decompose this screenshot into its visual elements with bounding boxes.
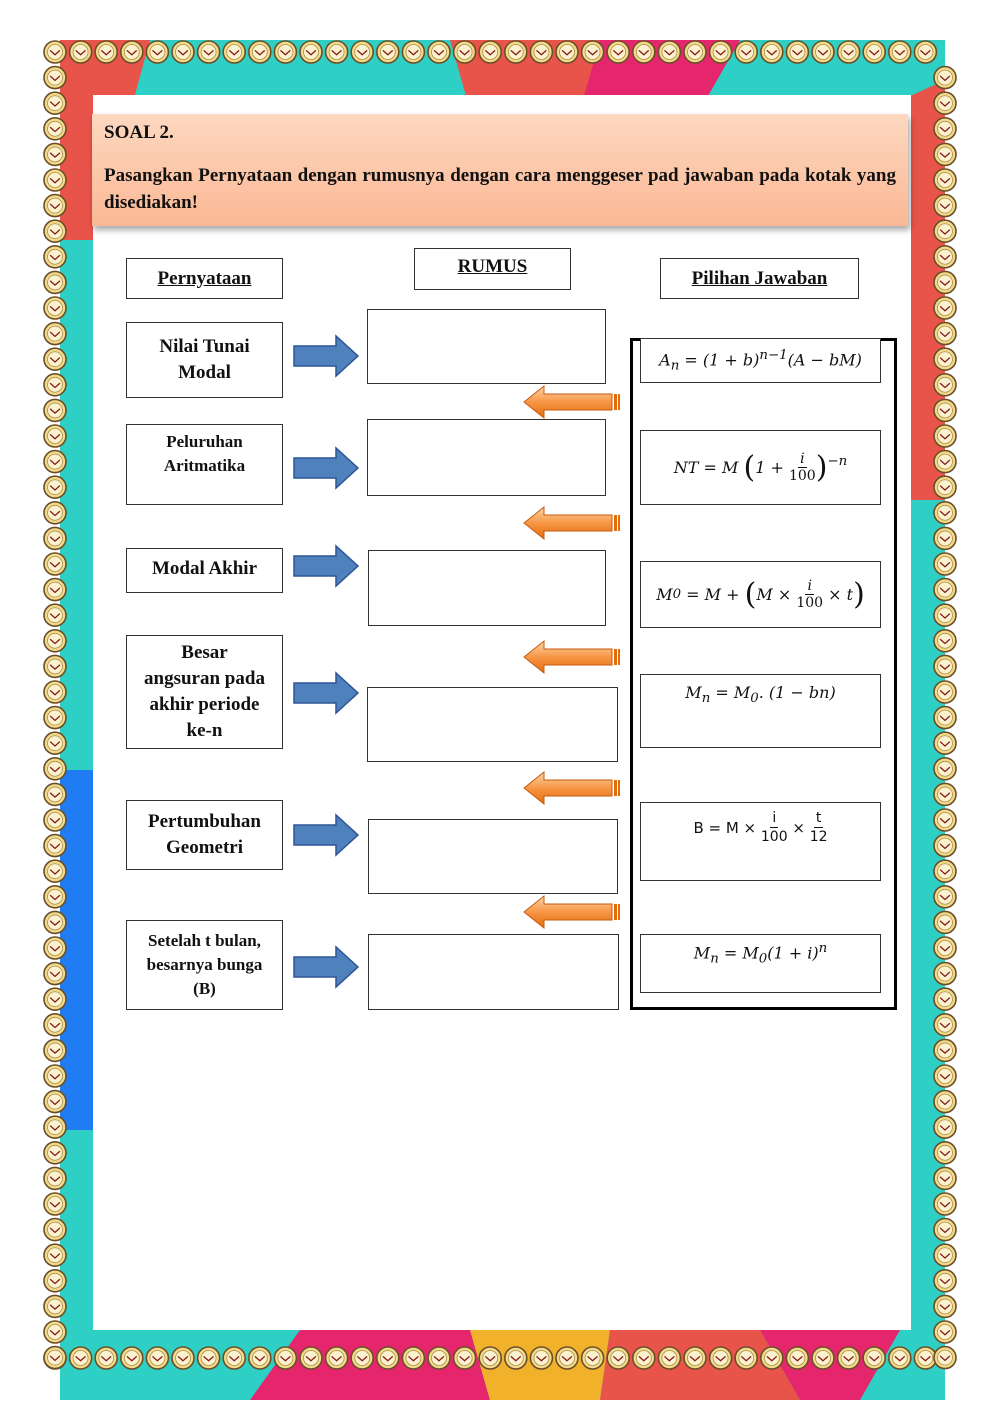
answer-pad-4[interactable]: Mn = M0. (1 − bn) bbox=[640, 674, 881, 748]
statement-card-6: Setelah t bulan, besarnya bunga (B) bbox=[126, 920, 283, 1010]
answer-drop-slot-4[interactable] bbox=[367, 687, 618, 762]
answer-drop-slot-6[interactable] bbox=[368, 934, 619, 1010]
statement-card-3: Modal Akhir bbox=[126, 548, 283, 593]
arrow-left-icon bbox=[523, 505, 620, 541]
answer-drop-slot-1[interactable] bbox=[367, 309, 606, 384]
statement-line: Pertumbuhan bbox=[148, 811, 261, 832]
statement-line: Modal Akhir bbox=[151, 558, 258, 579]
arrow-right-icon bbox=[293, 671, 360, 715]
answer-drop-slot-3[interactable] bbox=[368, 550, 606, 626]
statement-line: Modal bbox=[178, 362, 231, 383]
arrow-left-icon bbox=[523, 894, 620, 930]
column-header-pernyataan: Pernyataan bbox=[126, 258, 283, 299]
statement-line: Peluruhan bbox=[166, 432, 243, 451]
statement-line: ke-n bbox=[186, 720, 223, 741]
statement-line: Besar bbox=[181, 642, 228, 663]
statement-line: Aritmatika bbox=[163, 456, 246, 475]
statement-line: Setelah t bulan, bbox=[148, 931, 261, 950]
answer-drop-slot-2[interactable] bbox=[367, 419, 606, 496]
arrow-right-icon bbox=[293, 544, 360, 588]
column-header-pilihan: Pilihan Jawaban bbox=[660, 258, 859, 299]
arrow-right-icon bbox=[293, 813, 360, 857]
arrow-right-icon bbox=[293, 945, 360, 989]
arrow-right-icon bbox=[293, 334, 360, 378]
question-instruction: Pasangkan Pernyataan dengan rumusnya den… bbox=[104, 165, 896, 213]
arrow-right-icon bbox=[293, 446, 360, 490]
statement-card-4: Besar angsuran pada akhir periode ke-n bbox=[126, 635, 283, 749]
answer-pad-6[interactable]: Mn = M0(1 + i)n bbox=[640, 934, 881, 993]
statement-line: akhir periode bbox=[149, 694, 260, 715]
answer-pad-1[interactable]: An = (1 + b)n−1(A − bM) bbox=[640, 338, 881, 383]
statement-line: angsuran pada bbox=[144, 668, 265, 689]
column-header-label: Pernyataan bbox=[157, 267, 252, 289]
column-header-label: Pilihan Jawaban bbox=[691, 267, 828, 289]
statement-line: besarnya bunga bbox=[146, 955, 263, 974]
statement-line: (B) bbox=[193, 979, 216, 998]
arrow-left-icon bbox=[523, 770, 620, 806]
statement-line: Nilai Tunai bbox=[159, 336, 250, 357]
question-header: SOAL 2. Pasangkan Pernyataan dengan rumu… bbox=[92, 114, 908, 226]
statement-line: Geometri bbox=[165, 837, 243, 858]
column-header-rumus: RUMUS bbox=[414, 248, 571, 290]
arrow-left-icon bbox=[523, 639, 620, 675]
arrow-left-icon bbox=[523, 384, 620, 420]
answer-drop-slot-5[interactable] bbox=[368, 819, 618, 894]
column-header-label: RUMUS bbox=[457, 256, 528, 277]
question-title: SOAL 2. bbox=[104, 122, 174, 143]
